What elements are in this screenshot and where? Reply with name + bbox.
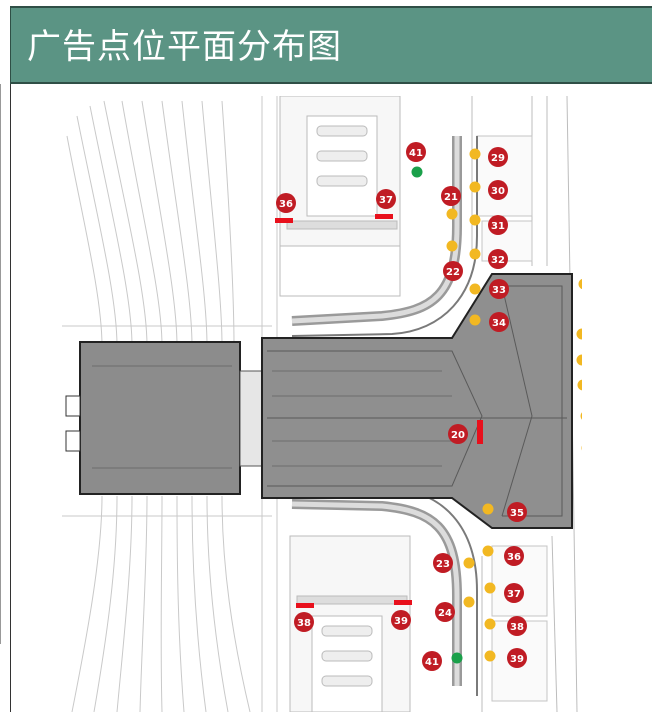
label-27: 31 <box>488 215 508 235</box>
point-26 <box>469 181 481 193</box>
point-41-north <box>411 166 423 178</box>
green-points <box>411 166 463 664</box>
label-33: 37 <box>504 583 524 603</box>
point-22-side <box>446 240 458 252</box>
point-34 <box>484 618 496 630</box>
svg-text:23: 23 <box>436 559 450 570</box>
point-27 <box>469 214 481 226</box>
point-14 <box>581 445 582 451</box>
point-28 <box>469 248 481 260</box>
label-41-south: 41 <box>422 651 442 671</box>
point-33 <box>484 582 496 594</box>
point-32 <box>482 545 494 557</box>
point-41-south <box>451 652 463 664</box>
label-20: 20 <box>448 424 468 444</box>
svg-text:29: 29 <box>491 153 505 164</box>
label-35: 39 <box>507 648 527 668</box>
point-23-side <box>463 557 475 569</box>
svg-text:36: 36 <box>279 199 293 210</box>
frame-left-border <box>10 6 11 712</box>
point-25 <box>469 148 481 160</box>
label-23: 23 <box>433 553 453 573</box>
label-26: 30 <box>488 180 508 200</box>
point-21-side <box>446 208 458 220</box>
svg-text:31: 31 <box>491 221 505 232</box>
label-36: 36 <box>276 193 296 213</box>
point-29 <box>469 283 481 295</box>
elevated-ramps-inner <box>291 136 460 686</box>
svg-text:38: 38 <box>510 622 524 633</box>
label-31: 35 <box>507 502 527 522</box>
label-37: 37 <box>376 189 396 209</box>
point-18 <box>576 328 582 340</box>
floor-plan-map: 29 30 31 32 33 34 21 22 19 18 17 16 15 1… <box>62 96 582 712</box>
red-markers <box>275 214 483 608</box>
label-38: 38 <box>294 612 314 632</box>
yellow-points <box>446 148 582 662</box>
svg-text:39: 39 <box>394 616 408 627</box>
page-title: 广告点位平面分布图 <box>27 27 342 67</box>
frame-left-edge <box>0 84 1 644</box>
svg-text:20: 20 <box>451 430 465 441</box>
point-19 <box>578 278 582 290</box>
point-15 <box>580 412 582 420</box>
label-21: 21 <box>441 186 461 206</box>
label-34: 38 <box>507 616 527 636</box>
label-30: 34 <box>489 312 509 332</box>
point-31 <box>482 503 494 515</box>
label-24: 24 <box>435 602 455 622</box>
svg-text:37: 37 <box>379 195 393 206</box>
label-29: 33 <box>489 279 509 299</box>
svg-text:21: 21 <box>444 192 458 203</box>
svg-text:32: 32 <box>491 255 505 266</box>
svg-text:33: 33 <box>492 285 506 296</box>
point-35 <box>484 650 496 662</box>
label-39: 39 <box>391 610 411 630</box>
svg-text:41: 41 <box>409 148 423 159</box>
svg-text:35: 35 <box>510 508 524 519</box>
label-25: 29 <box>488 147 508 167</box>
label-28: 32 <box>488 249 508 269</box>
svg-text:41: 41 <box>425 657 439 668</box>
label-41-north: 41 <box>406 142 426 162</box>
svg-text:39: 39 <box>510 654 524 665</box>
svg-text:24: 24 <box>438 608 452 619</box>
page-header: 广告点位平面分布图 <box>10 6 652 84</box>
svg-text:37: 37 <box>507 589 521 600</box>
svg-text:30: 30 <box>491 186 505 197</box>
south-parking <box>289 535 411 712</box>
label-badges: 29 30 31 32 33 34 21 22 19 18 17 16 15 1… <box>276 142 527 671</box>
label-32: 36 <box>504 546 524 566</box>
svg-text:22: 22 <box>446 267 460 278</box>
station-building <box>65 273 573 529</box>
point-16 <box>577 379 582 391</box>
point-17 <box>576 354 582 366</box>
svg-text:36: 36 <box>507 552 521 563</box>
label-22: 22 <box>443 261 463 281</box>
svg-text:34: 34 <box>492 318 506 329</box>
svg-text:38: 38 <box>297 618 311 629</box>
point-24-side <box>463 596 475 608</box>
point-30 <box>469 314 481 326</box>
